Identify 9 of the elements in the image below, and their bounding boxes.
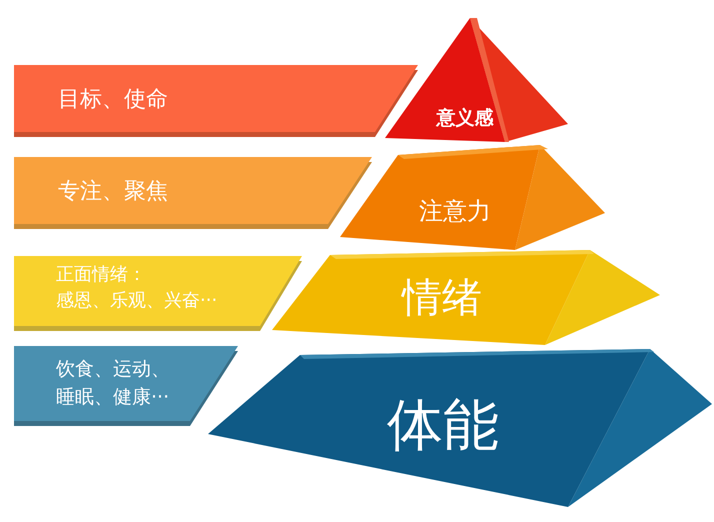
layer-label: 意义感 <box>434 106 494 131</box>
layer-label: 注意力 <box>418 196 492 227</box>
layer-label: 情绪 <box>400 274 483 323</box>
banner-text: 目标、使命 <box>58 86 169 114</box>
banner-text: 饮食、运动、睡眠、健康··· <box>56 357 171 410</box>
banner-text: 正面情绪： <box>56 263 147 287</box>
banner-text: 感恩、乐观、兴奋··· <box>56 289 218 313</box>
layer-label: 体能 <box>386 392 500 460</box>
banner-text: 专注、聚焦 <box>58 178 169 206</box>
